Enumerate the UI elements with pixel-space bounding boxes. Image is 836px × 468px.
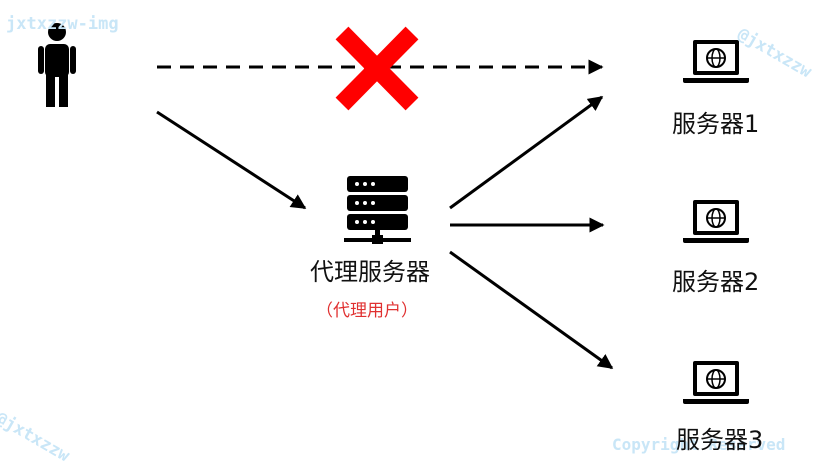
red-x-icon: [335, 26, 419, 111]
arrow-proxy-to-server3: [449, 250, 614, 370]
person-icon: [38, 23, 76, 107]
laptop-globe-icon: [683, 40, 749, 83]
server3-label: 服务器3: [676, 426, 764, 454]
server1-label: 服务器1: [672, 110, 760, 138]
server-rack-icon: [344, 176, 411, 244]
arrow-proxy-to-server1: [449, 95, 604, 210]
proxy-label: 代理服务器: [310, 258, 430, 286]
laptop-globe-icon: [683, 200, 749, 243]
proxy-sublabel: （代理用户）: [316, 301, 418, 321]
arrow-user-to-proxy: [156, 110, 307, 210]
laptop-globe-icon: [683, 361, 749, 404]
server2-label: 服务器2: [672, 268, 760, 296]
watermark-top-left: jxtxzzw-img: [6, 14, 119, 34]
watermark-bottom-right: Copyright Reserved: [612, 435, 786, 454]
